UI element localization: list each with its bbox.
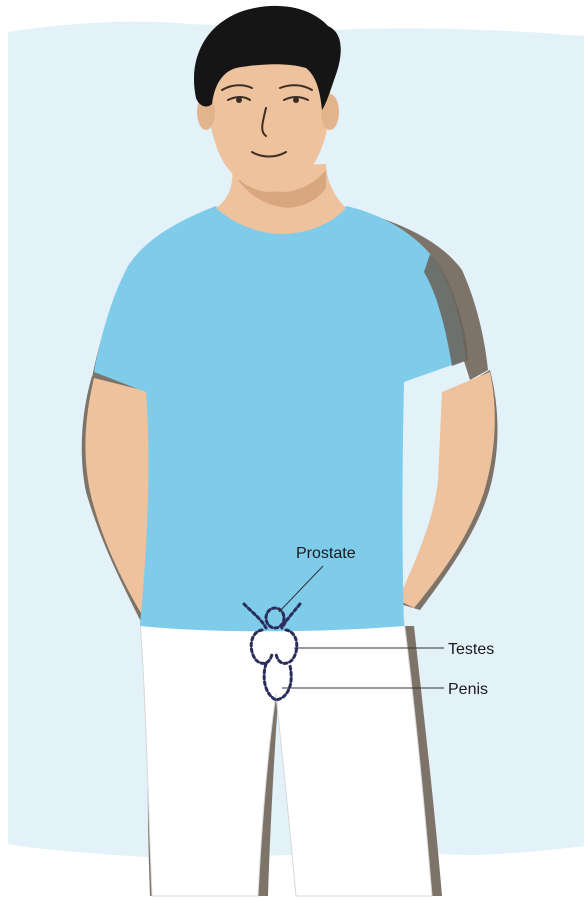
prostate-label: Prostate [296,545,356,562]
testes-label: Testes [448,641,494,658]
penis-label: Penis [448,681,488,698]
